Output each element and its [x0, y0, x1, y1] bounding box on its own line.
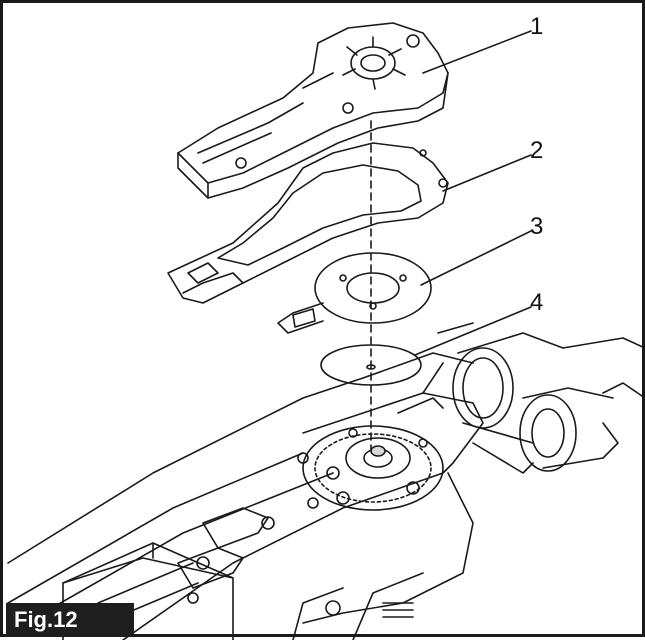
gasket-part-2 — [167, 142, 449, 304]
leader-line-1 — [422, 30, 532, 74]
callout-1: 1 — [530, 13, 544, 40]
leader-line-2 — [442, 154, 532, 192]
callout-3: 3 — [530, 213, 544, 240]
plate-part-3 — [277, 252, 432, 334]
leader-line-4 — [414, 306, 532, 356]
figure-label: Fig.12 — [6, 603, 134, 637]
base-assembly — [7, 322, 645, 640]
callout-4: 4 — [530, 289, 544, 316]
cover-part-1 — [177, 22, 449, 199]
callout-2: 2 — [530, 137, 544, 164]
exploded-view-diagram — [7, 22, 645, 640]
leader-line-3 — [420, 230, 532, 286]
